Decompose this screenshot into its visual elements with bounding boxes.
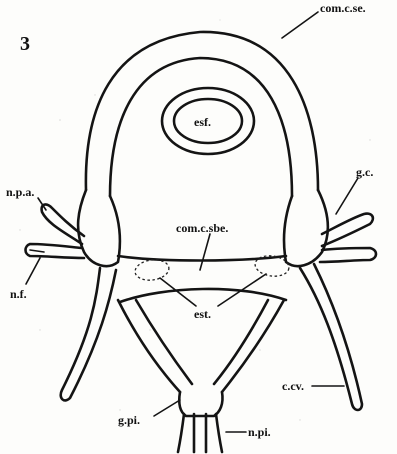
pedal-nerve-4 — [216, 414, 222, 452]
label-g-c: g.c. — [356, 165, 373, 179]
label-esf: esf. — [194, 115, 211, 129]
label-n-pi: n.pi. — [248, 425, 271, 439]
pedal-ganglion — [179, 392, 222, 416]
left-ganglion — [78, 190, 120, 266]
right-lateral-nerve — [320, 248, 376, 262]
right-cerebrovisceral-connective — [300, 264, 362, 410]
label-g-pi: g.pi. — [118, 413, 140, 427]
left-lateral-nerve-tip — [30, 250, 44, 252]
label-com-c-se: com.c.se. — [320, 1, 366, 15]
leader-g-c — [336, 178, 358, 214]
label-est: est. — [194, 307, 211, 321]
right-anterior-nerve — [322, 214, 373, 246]
label-c-cv: c.cv. — [282, 379, 304, 393]
leader-com-c-sbe — [200, 234, 210, 270]
right-ganglion — [284, 190, 328, 266]
figure-number: 3 — [20, 33, 30, 55]
left-cerebrovisceral-connective — [61, 268, 116, 400]
pedal-nerve-1 — [178, 414, 184, 452]
label-n-p-a: n.p.a. — [6, 185, 34, 199]
right-pedal-connective — [222, 300, 284, 392]
label-com-c-sbe: com.c.sbe. — [176, 221, 228, 235]
leader-n-f — [26, 258, 40, 284]
left-pedal-connective — [118, 300, 180, 392]
left-statocyst — [134, 258, 170, 283]
leader-g-pi — [154, 400, 180, 416]
sub-esophageal-commissure-bottom — [120, 289, 286, 302]
supra-esophageal-commissure-outer — [86, 32, 318, 190]
leader-com-c-se — [282, 12, 318, 38]
label-n-f: n.f. — [10, 287, 27, 301]
